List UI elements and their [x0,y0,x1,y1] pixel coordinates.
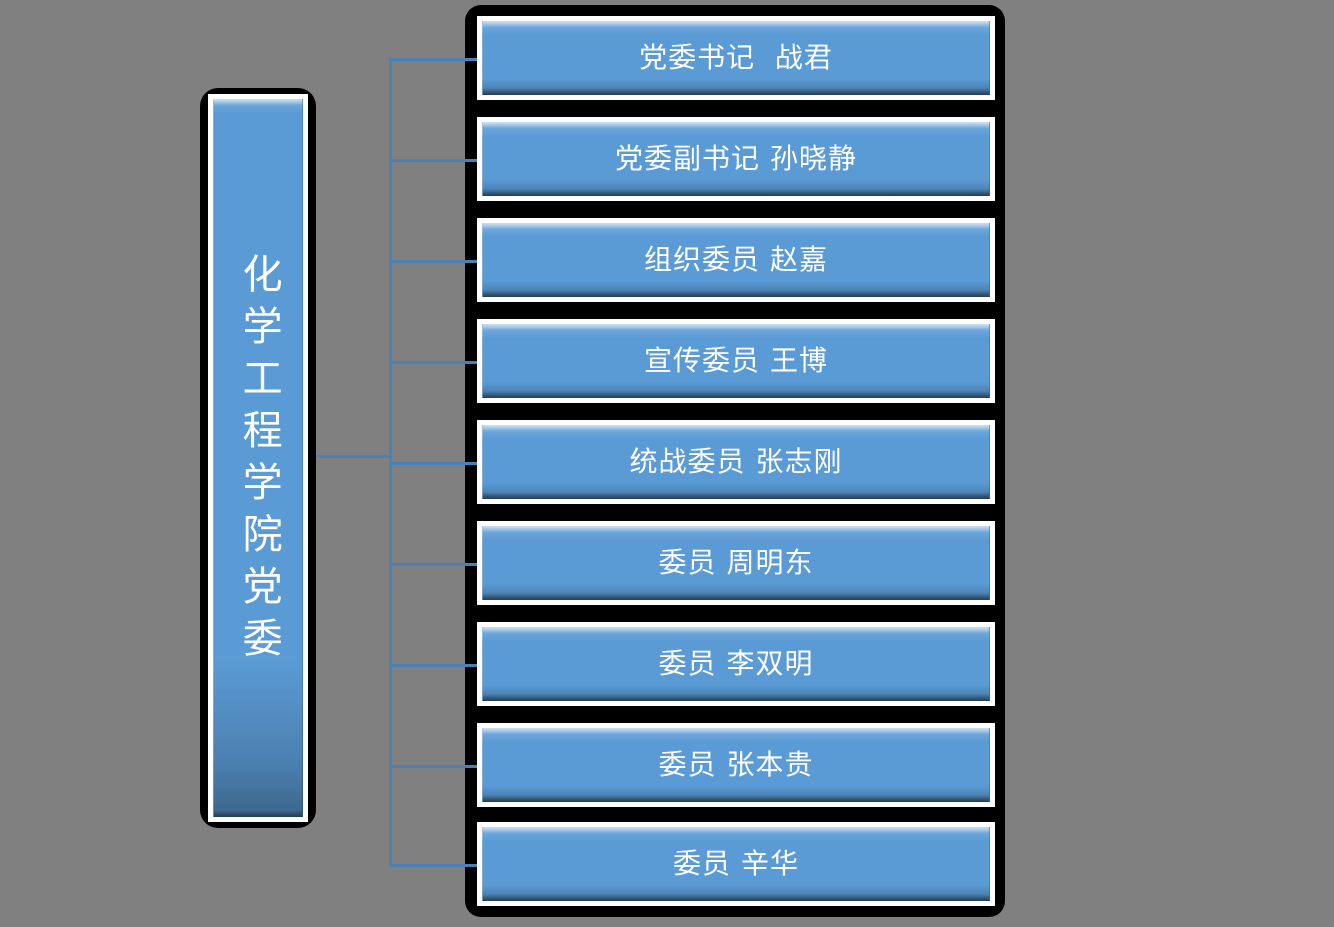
org-node-label: 委员 张本贵 [658,748,814,781]
connector-trunk-vertical [389,58,392,865]
org-node-label: 委员 辛华 [673,847,799,880]
org-node-surface: 委员 周明东 [482,526,990,600]
org-node-label: 党委副书记 孙晓静 [615,142,857,175]
org-node-member-4[interactable]: 委员 辛华 [477,822,995,906]
org-node-label: 宣传委员 王博 [644,344,828,377]
org-node-surface: 党委书记 战君 [482,21,990,95]
connector-branch-1 [389,58,477,61]
org-node-label: 统战委员 张志刚 [629,445,843,478]
org-node-publicity-committee-member[interactable]: 宣传委员 王博 [477,319,995,403]
org-node-member-3[interactable]: 委员 张本贵 [477,723,995,807]
org-node-label: 党委书记 战君 [639,41,833,74]
connector-branch-5 [389,462,477,465]
connector-branch-3 [389,260,477,263]
org-node-root-surface: 化学工程学院党委 [213,99,303,817]
connector-branch-7 [389,664,477,667]
connector-branch-6 [389,563,477,566]
org-node-member-2[interactable]: 委员 李双明 [477,622,995,706]
org-node-party-secretary[interactable]: 党委书记 战君 [477,16,995,100]
org-node-root-label: 化学工程学院党委 [235,253,282,669]
org-node-label: 委员 李双明 [658,647,814,680]
connector-branch-4 [389,361,477,364]
org-node-deputy-party-secretary[interactable]: 党委副书记 孙晓静 [477,117,995,201]
org-node-united-front-committee-member[interactable]: 统战委员 张志刚 [477,420,995,504]
org-node-surface: 委员 辛华 [482,827,990,901]
org-node-label: 组织委员 赵嘉 [644,243,828,276]
org-node-member-1[interactable]: 委员 周明东 [477,521,995,605]
connector-branch-8 [389,765,477,768]
org-node-surface: 宣传委员 王博 [482,324,990,398]
connector-branch-9 [389,864,477,867]
org-node-surface: 统战委员 张志刚 [482,425,990,499]
org-node-surface: 委员 李双明 [482,627,990,701]
org-node-organization-committee-member[interactable]: 组织委员 赵嘉 [477,218,995,302]
org-node-root[interactable]: 化学工程学院党委 [208,94,308,822]
org-node-label: 委员 周明东 [658,546,814,579]
connector-branch-2 [389,159,477,162]
org-node-surface: 委员 张本贵 [482,728,990,802]
org-node-surface: 党委副书记 孙晓静 [482,122,990,196]
org-node-surface: 组织委员 赵嘉 [482,223,990,297]
connector-root-stem [316,455,391,458]
